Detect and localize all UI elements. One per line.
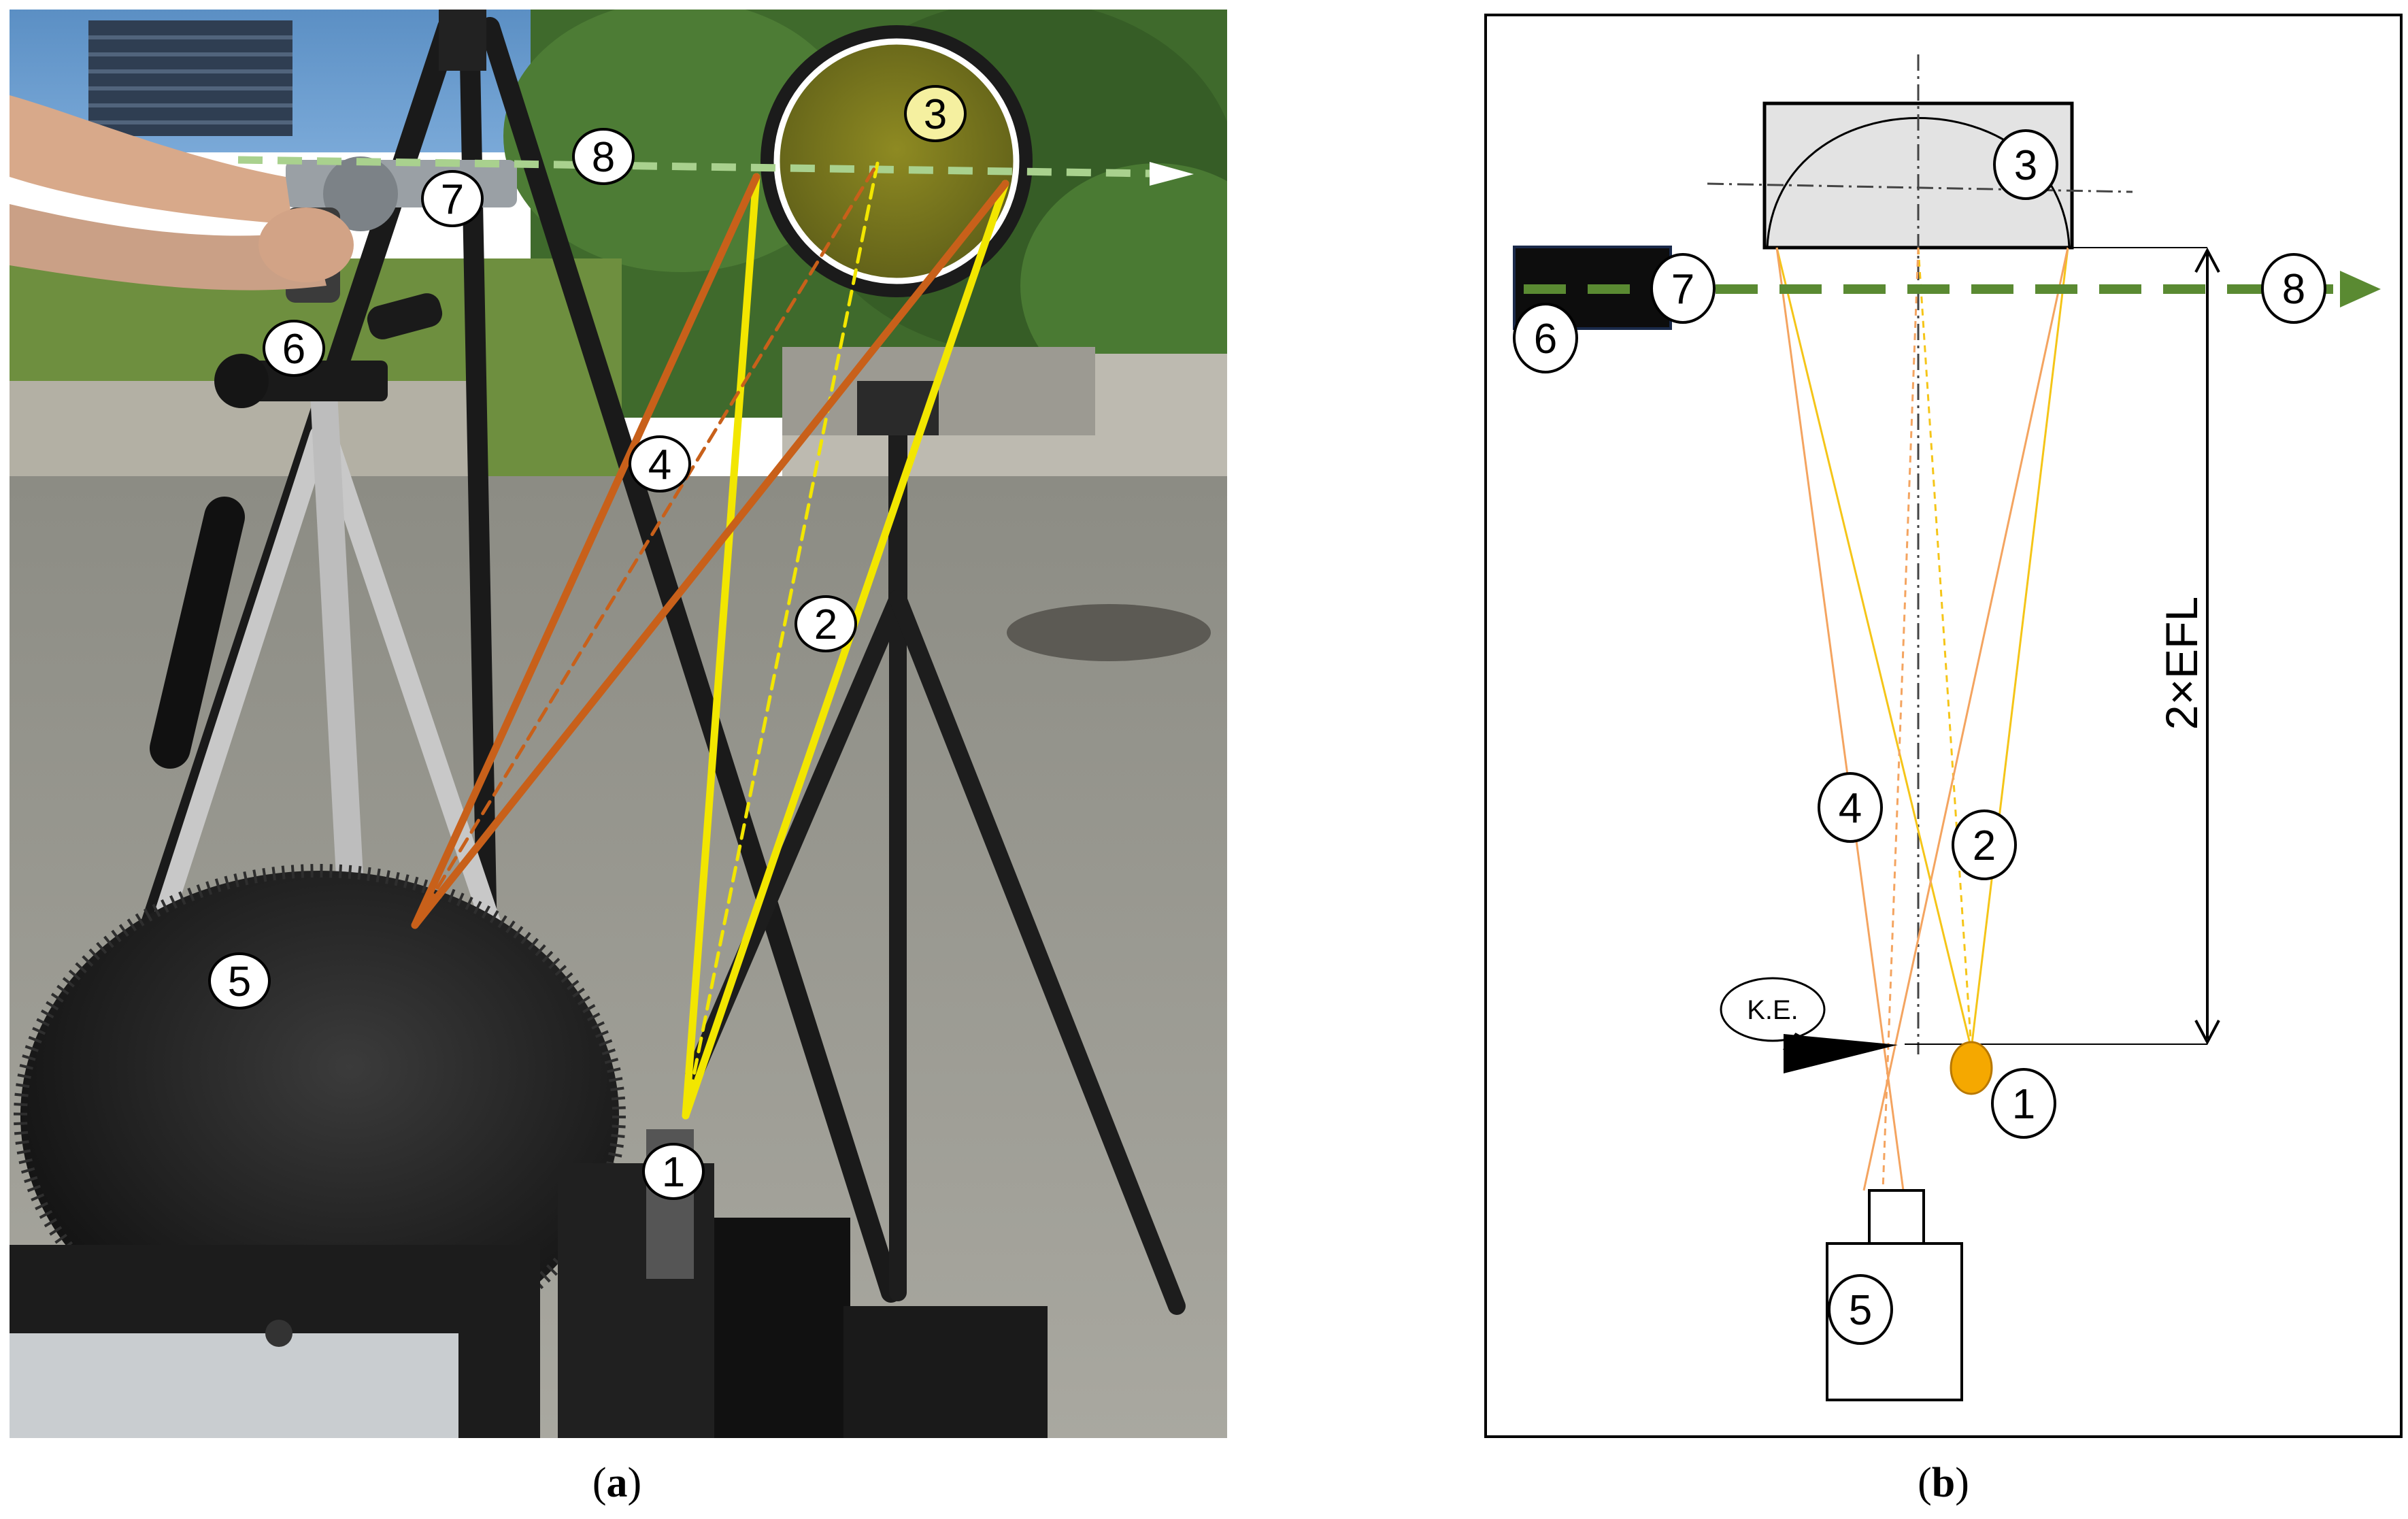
manhole-cover bbox=[1007, 604, 1211, 661]
schematic-callout-3: 3 bbox=[1993, 129, 2058, 200]
knife-edge-mount bbox=[558, 1129, 1048, 1438]
svg-text:4: 4 bbox=[1839, 785, 1862, 832]
caption-a: (a) bbox=[592, 1460, 641, 1506]
svg-text:8: 8 bbox=[592, 134, 615, 181]
svg-text:4: 4 bbox=[648, 441, 671, 488]
photo-callout-6: 6 bbox=[263, 320, 325, 377]
svg-text:5: 5 bbox=[228, 958, 251, 1005]
schematic-callout-6: 6 bbox=[1513, 303, 1578, 373]
photo-callout-8: 8 bbox=[572, 128, 635, 185]
ray-yellow-center bbox=[684, 161, 880, 1118]
rays-schematic bbox=[1775, 247, 2069, 1191]
svg-text:1: 1 bbox=[662, 1149, 685, 1196]
svg-text:6: 6 bbox=[1534, 316, 1557, 363]
schematic-callouts: 1 2 3 4 5 6 7 8 bbox=[1513, 129, 2326, 1345]
knife-edge-label-bubble bbox=[1720, 977, 1826, 1042]
photo-callout-5: 5 bbox=[208, 952, 271, 1009]
rays-photo bbox=[411, 161, 1009, 1120]
pan-head bbox=[214, 293, 443, 408]
svg-text:2: 2 bbox=[1973, 822, 1996, 869]
schematic-callout-5: 5 bbox=[1828, 1274, 1893, 1345]
hands bbox=[10, 95, 354, 290]
knife-edge: K.E. bbox=[1720, 977, 1898, 1073]
camera-lens bbox=[10, 864, 626, 1438]
ray-yellow-right bbox=[682, 180, 1009, 1120]
ray-orange-center bbox=[413, 161, 880, 927]
point-source bbox=[1950, 1041, 1993, 1095]
photo-callouts: 1 2 3 4 5 6 7 8 bbox=[208, 85, 967, 1200]
ray-orange-left bbox=[411, 173, 760, 929]
svg-text:7: 7 bbox=[1671, 266, 1694, 313]
photo-callout-7: 7 bbox=[421, 170, 484, 227]
schematic-callout-1: 1 bbox=[1991, 1068, 2056, 1139]
svg-text:3: 3 bbox=[924, 91, 947, 138]
caption-b: (b) bbox=[1918, 1460, 1969, 1506]
spherical-mirror bbox=[760, 25, 1033, 297]
svg-text:2: 2 bbox=[814, 601, 837, 648]
svg-text:7: 7 bbox=[441, 176, 464, 223]
schematic-callout-7: 7 bbox=[1650, 253, 1716, 324]
dimension-label: 2×EFL bbox=[2156, 597, 2207, 730]
svg-text:1: 1 bbox=[2012, 1081, 2035, 1128]
ray-yellow-left bbox=[682, 173, 760, 1120]
knife-edge-blade bbox=[1784, 1034, 1898, 1073]
schematic-callout-8: 8 bbox=[2261, 253, 2326, 324]
vent-grille bbox=[88, 20, 292, 136]
dimension-2efl: 2×EFL bbox=[1905, 247, 2220, 1046]
panel-a-photo: 1 2 3 4 5 6 7 8 (a) bbox=[10, 10, 1227, 1506]
svg-text:5: 5 bbox=[1849, 1287, 1872, 1334]
optical-axis-horizontal bbox=[1707, 182, 2133, 193]
schematic-callout-2: 2 bbox=[1952, 809, 2017, 880]
photo-callout-4: 4 bbox=[629, 435, 691, 493]
photo-callout-2: 2 bbox=[795, 595, 857, 652]
svg-text:8: 8 bbox=[2282, 266, 2305, 313]
svg-text:6: 6 bbox=[282, 326, 305, 373]
knife-edge-label: K.E. bbox=[1747, 995, 1799, 1025]
photo-callout-3: 3 bbox=[904, 85, 967, 142]
schematic-callout-4: 4 bbox=[1818, 772, 1883, 843]
laser-beam-photo bbox=[237, 156, 1194, 186]
svg-text:3: 3 bbox=[2014, 142, 2037, 189]
photo-callout-1: 1 bbox=[642, 1143, 705, 1200]
panel-b-schematic: 2×EFL K.E. 1 2 3 4 5 6 7 8 (b) bbox=[1484, 14, 2403, 1506]
ray-orange-right bbox=[411, 180, 1009, 929]
